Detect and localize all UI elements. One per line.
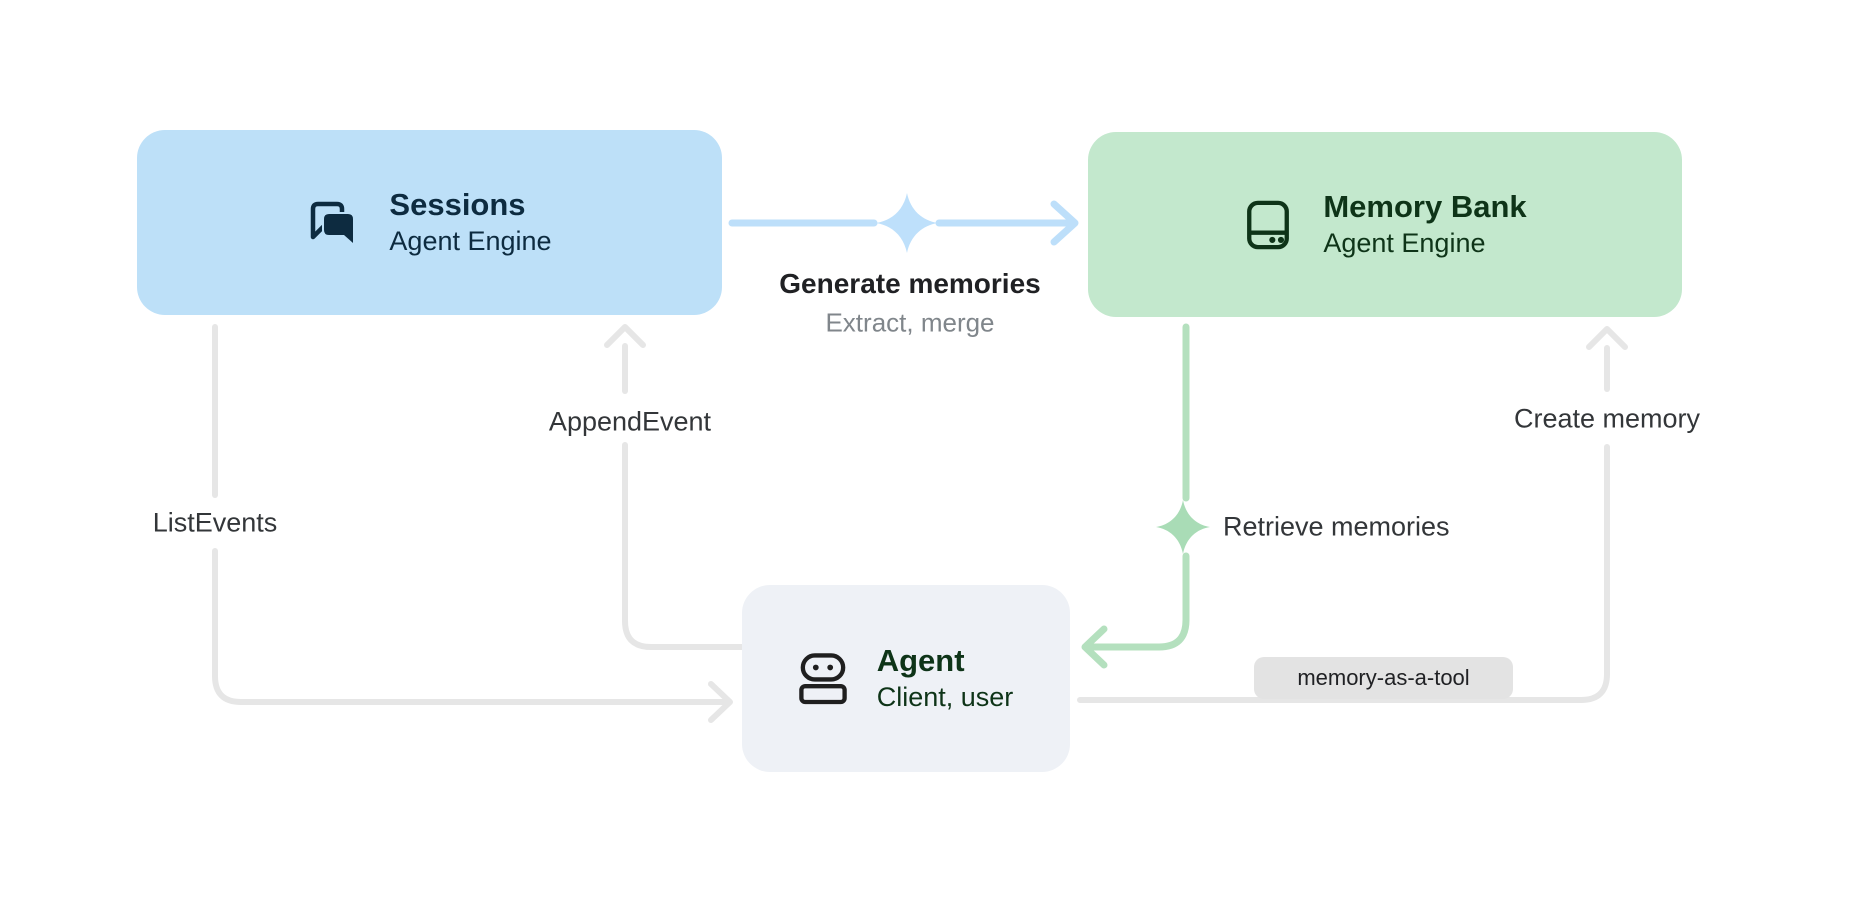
arrow-create-memory [1077, 326, 1628, 703]
node-title: Sessions [389, 187, 526, 223]
node-sessions: Sessions Agent Engine [137, 130, 722, 315]
edge-label-create-memory: Create memory [1513, 403, 1701, 434]
badge-label: memory-as-a-tool [1297, 665, 1470, 690]
sparkle-icon-blue [876, 193, 938, 253]
edge-label-generate-memories: Generate memories [779, 268, 1041, 299]
node-subtitle: Client, user [876, 681, 1014, 712]
edge-label-append-event: AppendEvent [548, 406, 712, 437]
node-title: Memory Bank [1323, 189, 1527, 225]
node-memory-bank: Memory Bank Agent Engine [1088, 132, 1682, 317]
chat-icon [307, 197, 359, 249]
robot-icon [798, 652, 847, 705]
arrow-retrieve-memories [1081, 323, 1210, 669]
sparkle-icon-green [1156, 500, 1210, 554]
node-subtitle: Agent Engine [1323, 227, 1486, 258]
edge-label-list-events: ListEvents [152, 507, 278, 538]
arrow-list-events [212, 324, 733, 723]
arrow-append-event [604, 324, 745, 650]
node-agent: Agent Client, user [742, 585, 1070, 772]
edge-sublabel-extract-merge: Extract, merge [825, 307, 995, 338]
memory-as-a-tool-badge: memory-as-a-tool [1254, 657, 1513, 699]
storage-icon [1243, 198, 1293, 252]
edge-label-retrieve-memories: Retrieve memories [1223, 511, 1450, 542]
node-title: Agent [876, 643, 965, 679]
node-subtitle: Agent Engine [389, 225, 552, 256]
arrow-generate-memories [728, 193, 1079, 253]
